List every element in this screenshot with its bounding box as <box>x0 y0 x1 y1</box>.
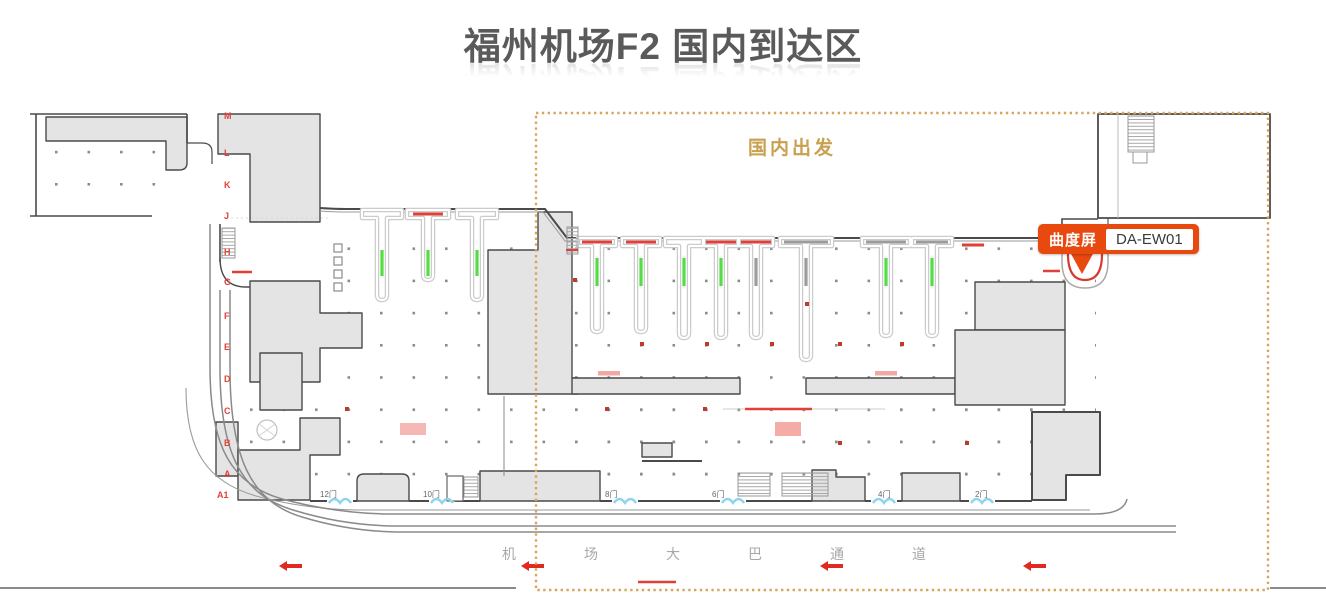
grid-letter: B <box>224 438 231 448</box>
zone-label: 国内出发 <box>748 138 837 159</box>
grid-letter: G <box>224 277 232 287</box>
gate-label: 2门 <box>975 490 988 499</box>
loop-indicators <box>380 250 934 286</box>
grid-letter: A1 <box>217 490 229 500</box>
grid-letter: K <box>224 180 231 190</box>
grid-letter: A <box>224 469 231 479</box>
screen-callout: 曲度屏 DA-EW01 <box>1038 224 1199 254</box>
gate-door-icons <box>328 497 994 506</box>
grid-letter: J <box>224 211 230 221</box>
curved-screen-icon <box>1061 242 1109 289</box>
misc-symbols <box>256 243 343 441</box>
callout-code: DA-EW01 <box>1106 228 1193 250</box>
page-title: 福州机场F2 国内到达区 <box>463 26 863 67</box>
callout-pointer-icon <box>1070 252 1094 274</box>
grid-letter: C <box>224 406 231 416</box>
roads <box>0 224 1326 589</box>
building-masses <box>45 113 1271 502</box>
gate-label: 8门 <box>605 490 618 499</box>
gate-label: 4门 <box>878 490 891 499</box>
grid-letter: H <box>224 247 231 257</box>
direction-arrow-icons <box>279 561 1046 571</box>
grid-letter: E <box>224 342 231 352</box>
grid-letter: D <box>224 374 231 384</box>
loop-bars <box>413 212 984 247</box>
grid-letter: L <box>224 148 230 158</box>
grid-letter: F <box>224 311 230 321</box>
gate-label: 12门 <box>320 490 337 499</box>
red-markers <box>232 249 1060 584</box>
gate-label: 6门 <box>712 490 725 499</box>
gate-label: 10门 <box>423 490 440 499</box>
escalator-icons <box>221 115 1155 502</box>
grid-letter: M <box>224 111 232 121</box>
callout-label: 曲度屏 <box>1049 231 1098 249</box>
bus-lane-text: 机场大巴通道 <box>502 546 994 562</box>
walls <box>30 113 1119 476</box>
zone-border <box>534 111 1270 592</box>
